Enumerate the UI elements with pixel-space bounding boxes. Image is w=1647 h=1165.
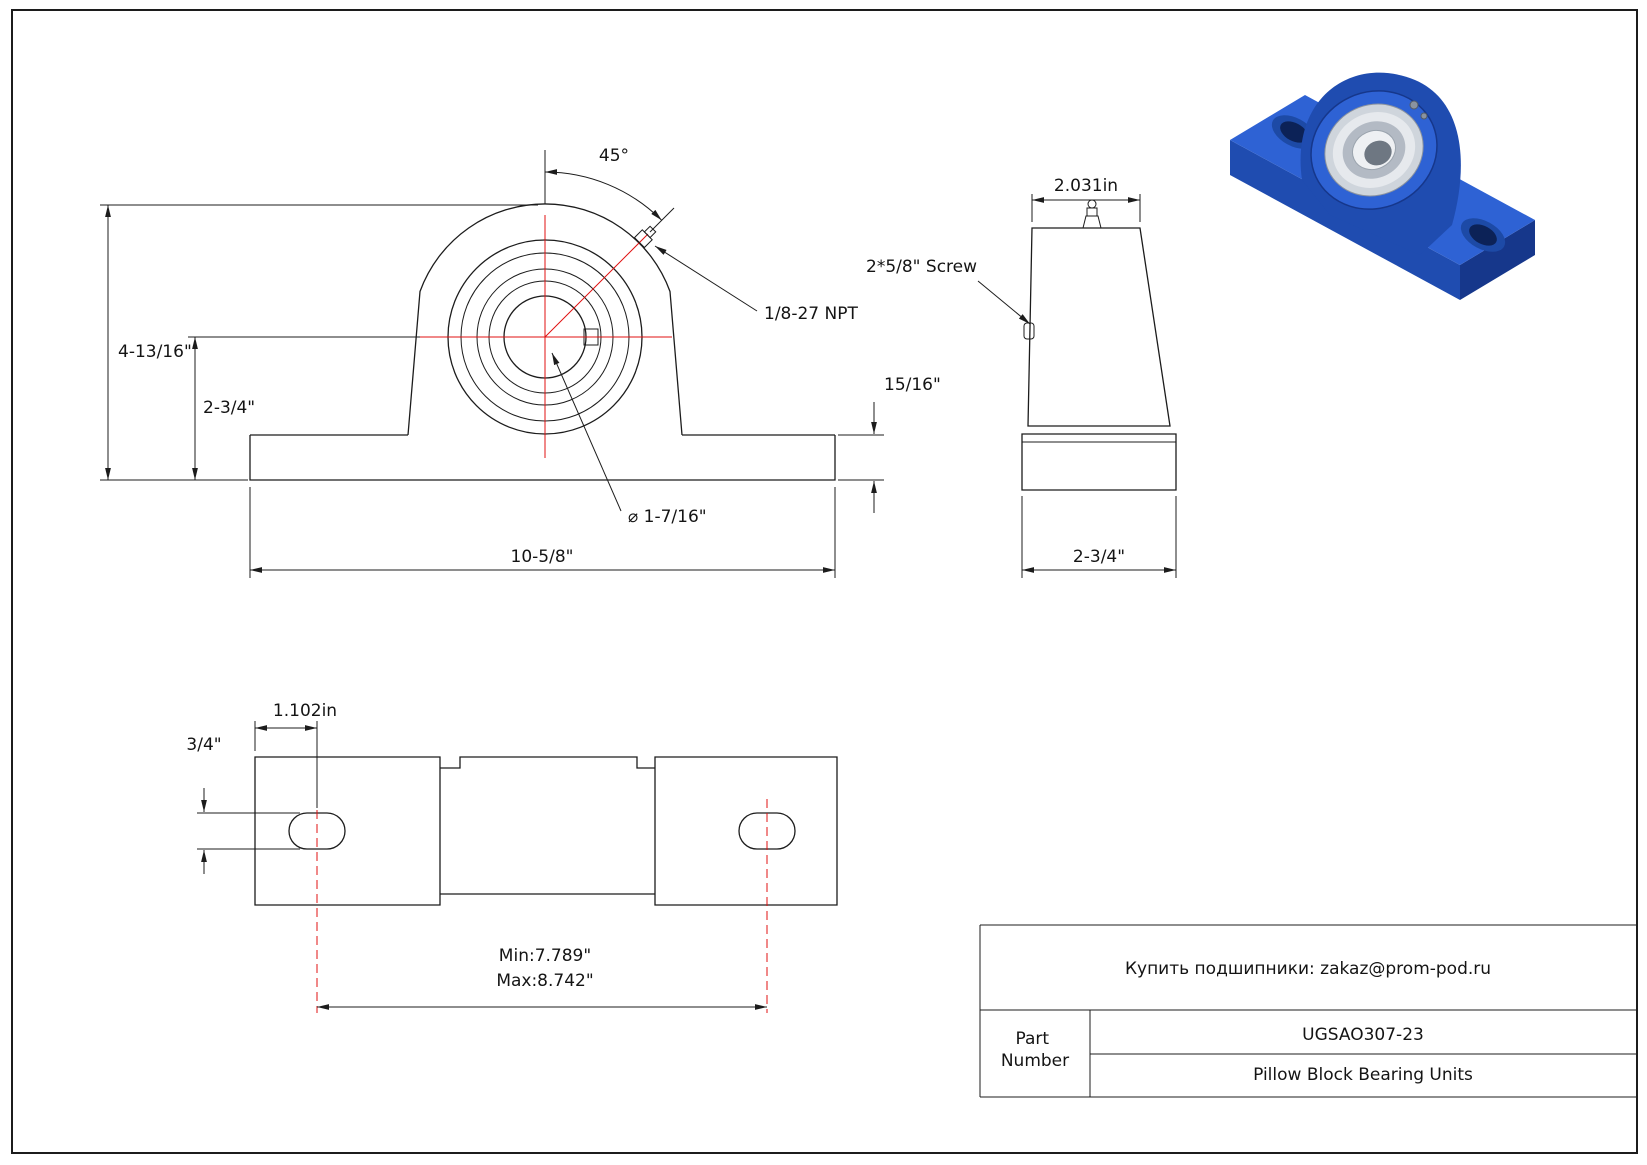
- sheet-border: [11, 9, 1638, 1154]
- side-body: [1027, 227, 1171, 427]
- dim-bore: ⌀ 1-7/16": [551, 352, 707, 527]
- side-base: [1021, 433, 1177, 491]
- dim-npt: 1/8-27 NPT: [654, 245, 858, 324]
- dim-edge-to-hole: 1.102in: [254, 701, 337, 808]
- render-left-hole: [1280, 121, 1308, 143]
- angle-label: 45°: [599, 146, 629, 166]
- part-number-value: UGSAO307-23: [1302, 1025, 1424, 1045]
- base-outline: [249, 435, 836, 481]
- title-block: Купить подшипники: zakaz@prom-pod.ru Par…: [979, 924, 1637, 1098]
- bolt-spacing-min-label: Min:7.789": [499, 946, 591, 966]
- dim-screw-callout: 2*5/8" Screw: [866, 257, 1031, 325]
- product-type: Pillow Block Bearing Units: [1253, 1065, 1473, 1085]
- part-number-label: Part Number: [1001, 1029, 1069, 1071]
- dim-side-top-width: 2.031in: [1031, 176, 1141, 222]
- render-base-end: [1460, 220, 1535, 300]
- dim-bolt-spacing: Min:7.789" Max:8.742": [317, 946, 767, 1010]
- center-height-label: 2-3/4": [203, 398, 255, 418]
- render-set-screw: [1409, 100, 1419, 110]
- side-grease-fitting: [1082, 199, 1102, 229]
- total-height-label: 4-13/16": [118, 342, 192, 362]
- bottom-view: 1.102in 3/4" Min:7.789" Max:8.742": [186, 701, 838, 1013]
- bottom-right-pad: [654, 756, 838, 906]
- bore-label: ⌀ 1-7/16": [628, 507, 707, 527]
- dim-base-thickness: 15/16": [838, 375, 941, 513]
- dim-side-base-width: 2-3/4": [1021, 496, 1177, 578]
- edge-to-hole-label: 1.102in: [273, 701, 337, 721]
- screw-label: 2*5/8" Screw: [866, 257, 977, 277]
- bottom-mid-section: [440, 756, 655, 895]
- render-bore: [1364, 140, 1392, 166]
- side-view: 2.031in 2*5/8" Screw 2-3/4": [866, 176, 1177, 578]
- render-right-hole: [1469, 224, 1497, 246]
- dim-slot-width: 3/4": [186, 735, 300, 874]
- render-set-screw-2: [1420, 112, 1428, 120]
- front-view: 45° 1/8-27 NPT ⌀ 1-7/16" 4-13/16" 2-3/4": [100, 146, 941, 578]
- side-top-width-label: 2.031in: [1054, 176, 1118, 196]
- npt-label: 1/8-27 NPT: [764, 304, 858, 324]
- bottom-left-pad: [254, 756, 441, 906]
- side-base-width-label: 2-3/4": [1073, 547, 1125, 567]
- dim-angle-45: 45°: [544, 146, 675, 233]
- base-length-label: 10-5/8": [511, 547, 574, 567]
- dim-center-height: 2-3/4": [188, 336, 420, 480]
- slot-width-label: 3/4": [186, 735, 221, 755]
- diagonal-centerline: [544, 233, 649, 338]
- contact-email: Купить подшипники: zakaz@prom-pod.ru: [1125, 959, 1491, 979]
- render-3d: [1230, 72, 1535, 300]
- side-screw-detail: [1023, 322, 1035, 340]
- dim-base-length: 10-5/8": [249, 487, 836, 578]
- bolt-spacing-max-label: Max:8.742": [496, 971, 593, 991]
- base-thickness-label: 15/16": [884, 375, 941, 395]
- dim-total-height: 4-13/16": [100, 204, 538, 481]
